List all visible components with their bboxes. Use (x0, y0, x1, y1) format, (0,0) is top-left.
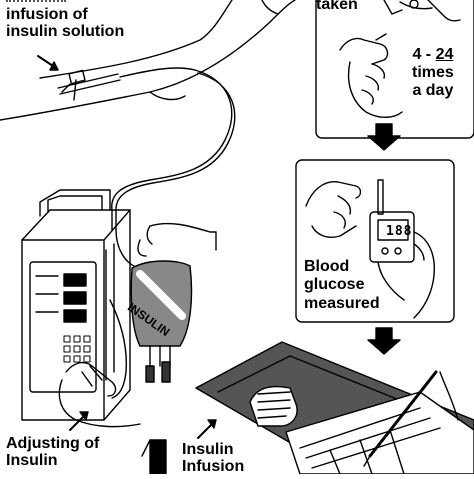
label-infusion: infusion of insulin solution (6, 6, 124, 41)
dotted-line (6, 0, 66, 5)
bag-tubing (109, 229, 135, 399)
label-times-line2: times (412, 63, 454, 81)
iv-catheter (57, 67, 196, 101)
label-taken: taken (316, 0, 358, 13)
label-insulin-inf-line1: Insulin (182, 441, 234, 458)
infusion-pump (21, 189, 131, 421)
label-adjust-line2: Insulin (6, 452, 58, 470)
label-adjust-line1: Adjusting of (6, 435, 100, 452)
clipboard-chart (195, 341, 474, 475)
label-adjusting: Adjusting of Insulin (6, 435, 99, 470)
label-blood-glucose: Blood glucose measured (304, 258, 380, 313)
label-times-prefix: 4 - (412, 46, 436, 63)
hand-adjusting (58, 361, 141, 428)
label-times-number: 24 (435, 46, 454, 63)
label-times-per-day: 4 - 24 times a day (412, 46, 454, 100)
arrow-down (367, 327, 401, 355)
insulin-bag (130, 222, 217, 383)
label-blood-line2: glucose (304, 276, 365, 294)
label-insulin-inf-line2: Infusion (182, 458, 245, 476)
label-blood-line3: measured (304, 294, 380, 312)
label-times-line3: a day (412, 81, 454, 99)
arrow-down (367, 123, 401, 151)
label-infusion-line1: infusion of (6, 6, 88, 23)
iv-tubing (111, 69, 236, 231)
pointer-arrow (197, 419, 217, 439)
pointer-arrow (37, 55, 59, 71)
label-insulin-infusion: Insulin Infusion (182, 441, 244, 476)
meter-display: 188 (386, 224, 413, 239)
label-blood-line1: Blood (304, 258, 350, 275)
pointer-arrow (69, 411, 89, 431)
glucose-meter-panel (295, 159, 455, 323)
arrow-down (141, 439, 167, 475)
label-times-line1: 4 - 24 (412, 46, 454, 64)
label-infusion-line2: insulin solution (6, 23, 125, 41)
